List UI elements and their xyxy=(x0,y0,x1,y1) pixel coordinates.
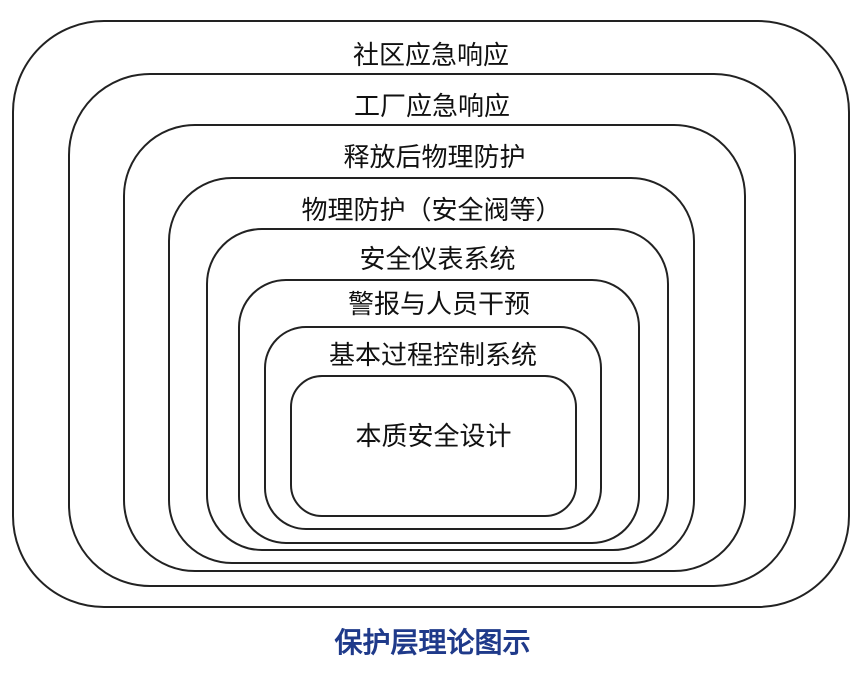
layer-label: 安全仪表系统 xyxy=(359,245,516,275)
diagram-caption: 保护层理论图示 xyxy=(334,626,531,659)
layer-label: 工厂应急响应 xyxy=(353,92,510,122)
layer-label: 警报与人员干预 xyxy=(347,290,530,320)
layer-label: 物理防护（安全阀等） xyxy=(301,196,562,226)
layer-label: 释放后物理防护 xyxy=(343,143,526,173)
layer-label: 本质安全设计 xyxy=(355,422,512,452)
layer-label: 社区应急响应 xyxy=(352,41,509,71)
layer-inherently-safe-design: 本质安全设计 xyxy=(290,375,577,517)
layer-label: 基本过程控制系统 xyxy=(328,341,537,371)
